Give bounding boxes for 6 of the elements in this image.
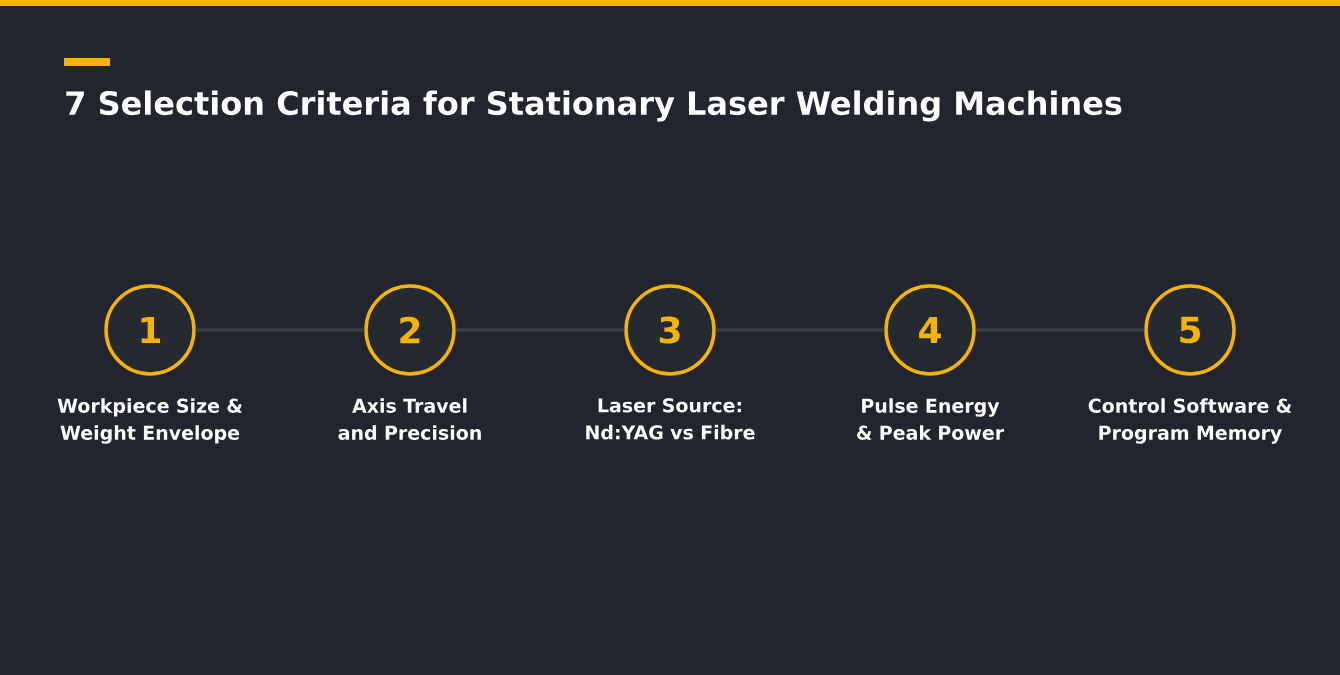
title: 7 Selection Criteria for Stationary Laser Welding Machines [66,90,1122,122]
step-label: Laser Source: Nd:YAG vs Fibre [586,398,755,440]
step-label: Control Software & Program Memory [1088,398,1292,444]
step-label: Pulse Energy & Peak Power [857,398,1005,440]
step-label: Axis Travel and Precision [338,398,481,440]
step-label: Workpiece Size & Weight Envelope [57,398,243,444]
